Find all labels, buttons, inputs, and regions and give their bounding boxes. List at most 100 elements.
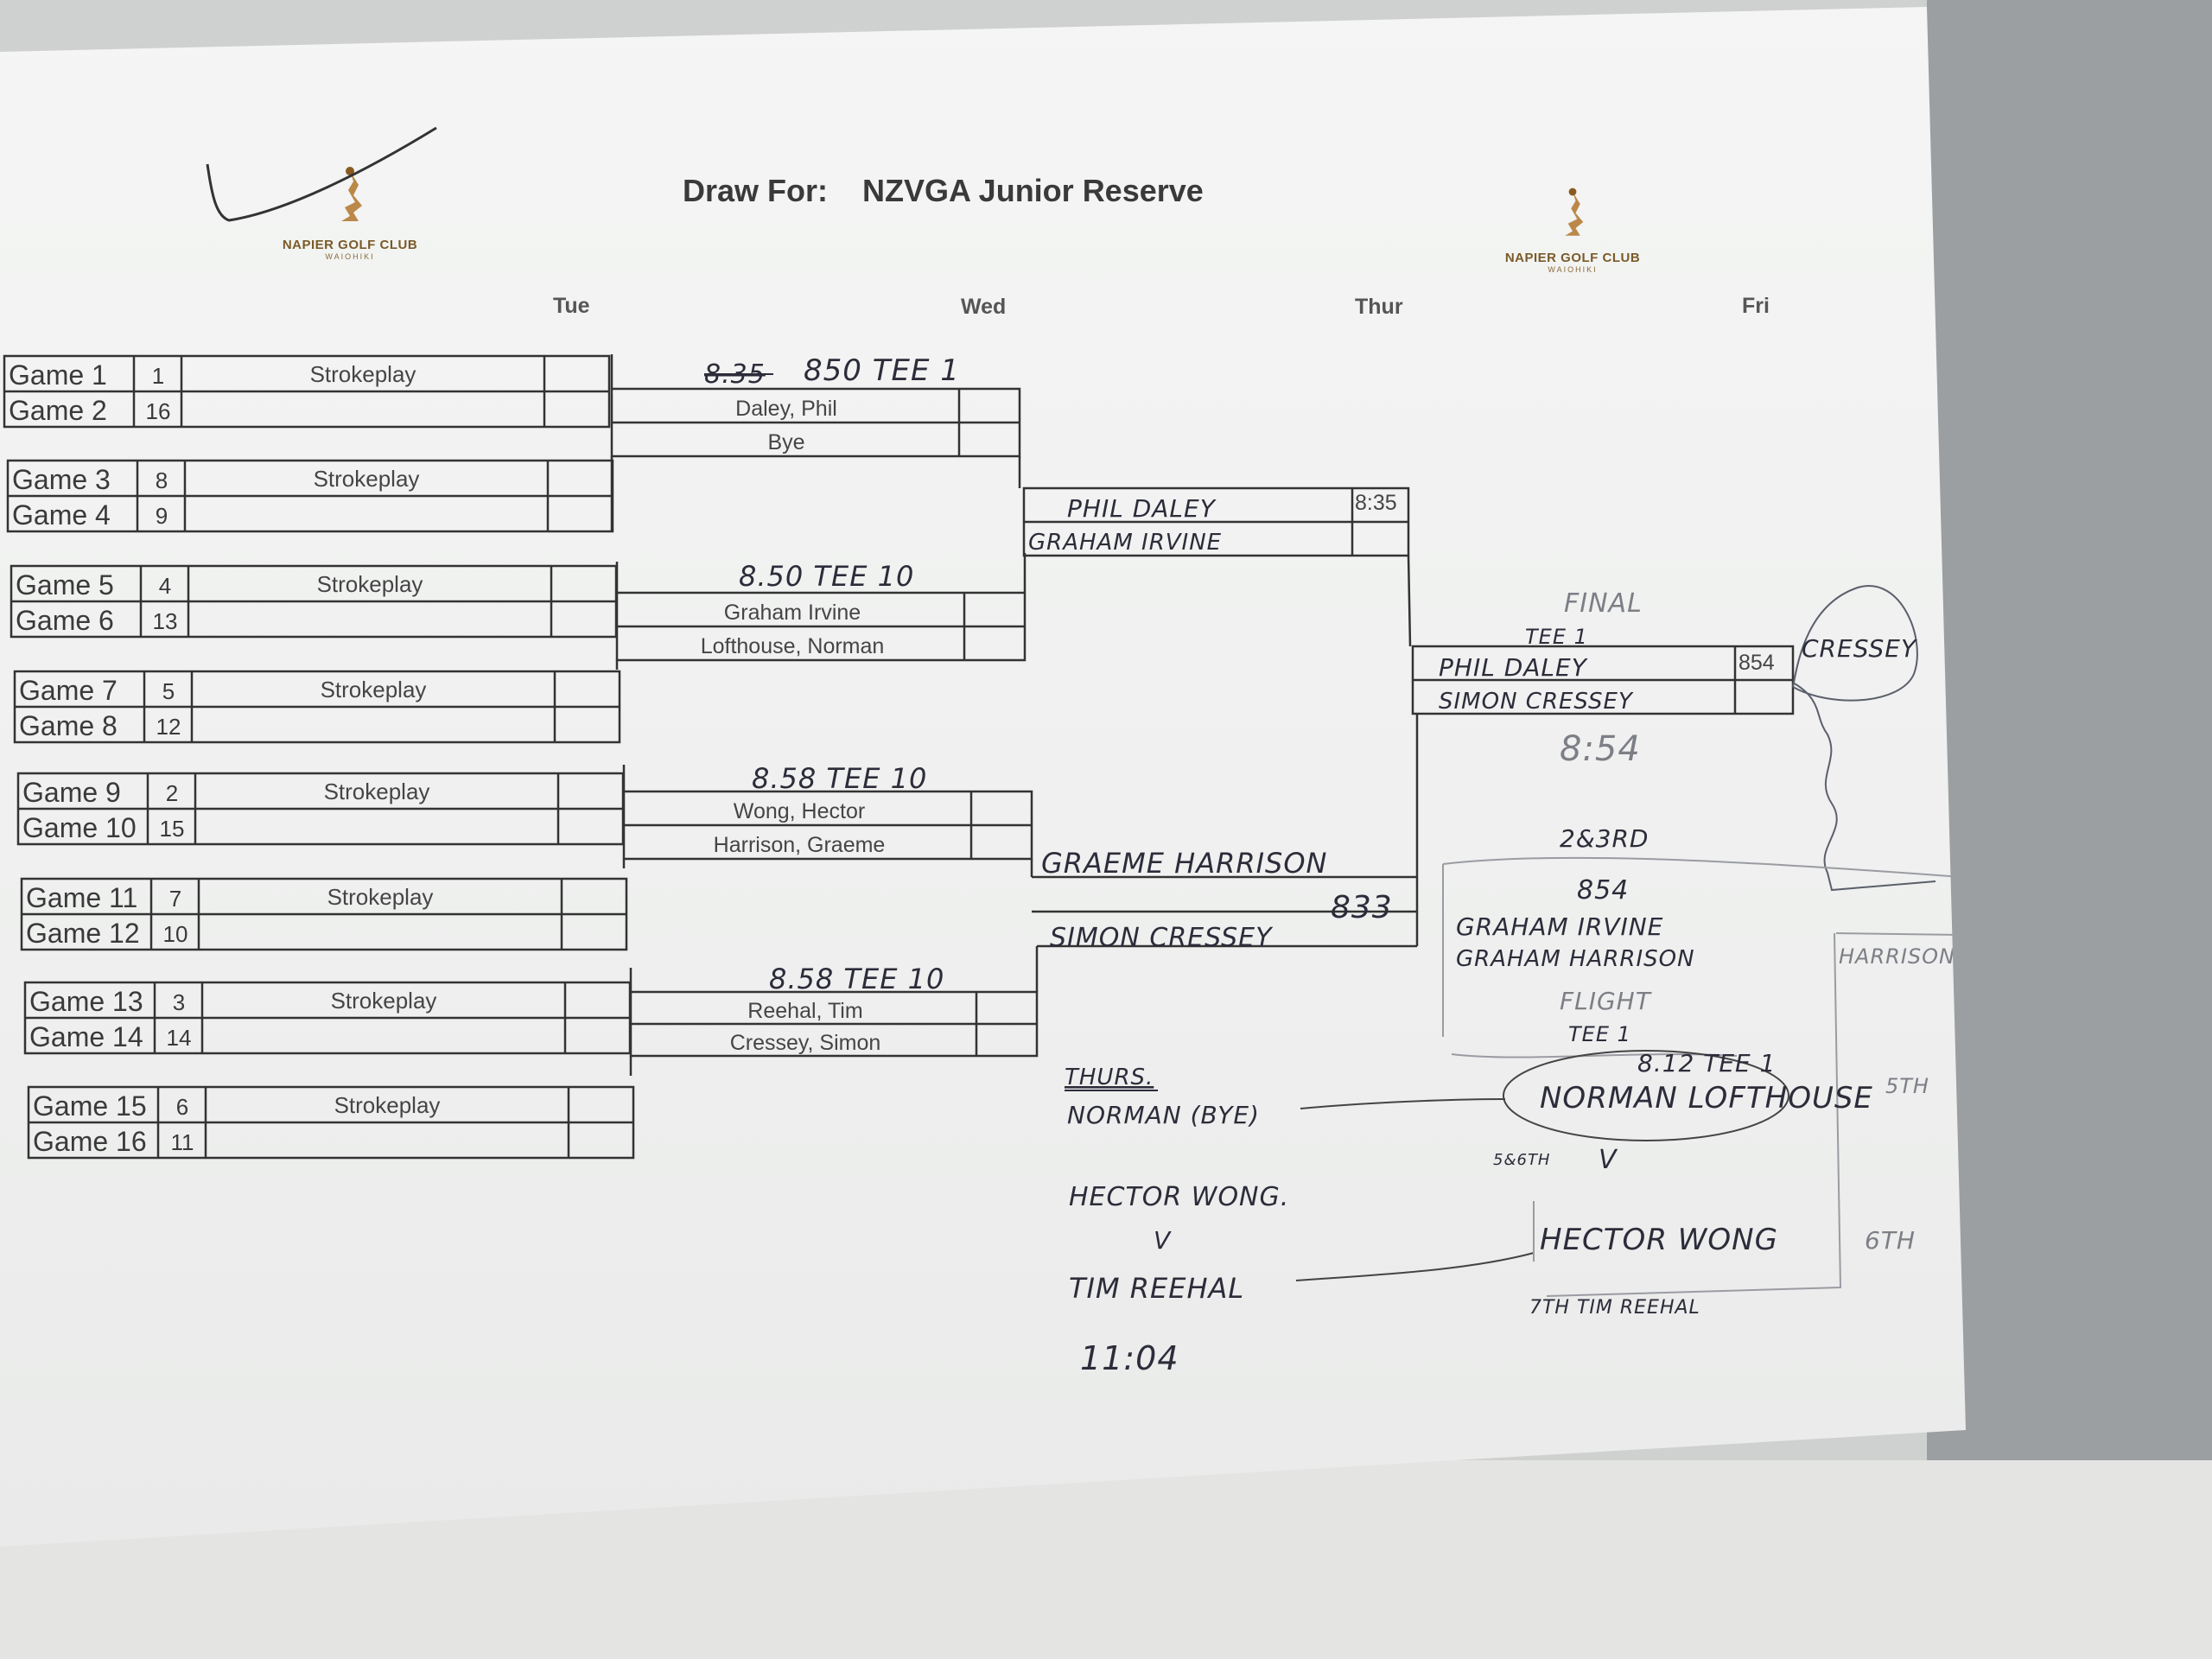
playoff-seventh: 7TH TIM REEHAL: [1529, 1297, 1700, 1319]
playoff-time: 8.12 TEE 1: [1637, 1049, 1776, 1077]
r2-tee-time: 8.58 TEE 10: [752, 762, 927, 795]
seed-number: 9: [156, 503, 168, 529]
round2-lines: [610, 354, 1039, 1076]
r2-player: Cressey, Simon: [730, 1031, 881, 1055]
thursday-notes: THURS. NORMAN (BYE) HECTOR WONG. V TIM R…: [1065, 1065, 1288, 1377]
game-label: Game 11: [26, 882, 137, 913]
playoff-tee: TEE 1: [1568, 1022, 1631, 1046]
playoff-player: NORMAN LOFTHOUSE: [1540, 1081, 1873, 1116]
semifinal-text: PHIL DALEY GRAHAM IRVINE 8:35 GRAEME HAR…: [1028, 491, 1397, 953]
club-logo-right: NAPIER GOLF CLUB WAIOHIKI: [1491, 186, 1655, 274]
seed-number: 8: [156, 467, 168, 493]
seed-number: 10: [163, 921, 188, 947]
seed-number: 3: [173, 989, 185, 1015]
pen-mark: [206, 126, 437, 222]
match-format: Strokeplay: [331, 988, 437, 1014]
playoff-label: 5&6TH: [1493, 1151, 1550, 1169]
final-player: SIMON CRESSEY: [1439, 689, 1634, 715]
match-format: Strokeplay: [327, 884, 434, 910]
semi-player: SIMON CRESSEY: [1050, 923, 1274, 953]
day-label-wed: Wed: [961, 295, 1007, 319]
round2-text: Daley, Phil Bye Graham Irvine Lofthouse,…: [701, 353, 960, 1055]
playoff-versus: V: [1599, 1145, 1618, 1175]
thurs-bye: NORMAN (BYE): [1067, 1101, 1260, 1129]
match-format: Strokeplay: [324, 779, 430, 804]
game-label: Game 2: [9, 395, 107, 426]
r2-player: Wong, Hector: [734, 799, 865, 823]
club-sub: WAIOHIKI: [1548, 265, 1598, 274]
match-format: Strokeplay: [317, 571, 423, 597]
r2-tee-time: 850 TEE 1: [804, 353, 960, 388]
game-label: Game 4: [12, 499, 111, 531]
r2-player: Harrison, Graeme: [714, 833, 886, 857]
playoff-player: GRAHAM HARRISON: [1456, 946, 1695, 972]
club-logo-left: NAPIER GOLF CLUB WAIOHIKI: [268, 164, 432, 261]
round1-match: Game 5 Game 6 4 13 Strokeplay: [10, 564, 618, 639]
game-label: Game 1: [9, 359, 107, 391]
seed-number: 4: [159, 573, 171, 599]
final-tee: TEE 1: [1525, 625, 1588, 649]
golfer-logo-icon: [1565, 188, 1584, 236]
playoff-place: 6TH: [1865, 1226, 1916, 1255]
playoff-side-note: HARRISON: [1839, 944, 1955, 969]
day-label-thur: Thur: [1355, 295, 1403, 319]
game-label: Game 16: [33, 1126, 147, 1157]
thurs-label: THURS.: [1065, 1065, 1154, 1090]
r2-tee-time: 8.58 TEE 10: [769, 963, 944, 995]
game-label: Game 8: [19, 710, 118, 741]
final-label: FINAL: [1564, 588, 1643, 619]
sheet-title: Draw For: NZVGA Junior Reserve: [683, 173, 1204, 209]
playoff-flight: FLIGHT: [1560, 987, 1652, 1015]
match-format: Strokeplay: [310, 361, 416, 387]
game-label: Game 9: [22, 777, 121, 808]
club-name: NAPIER GOLF CLUB: [1504, 251, 1641, 265]
r2-player: Daley, Phil: [735, 397, 837, 421]
seed-number: 16: [146, 398, 171, 424]
day-label-tue: Tue: [553, 294, 590, 318]
draw-label: Draw For:: [683, 173, 829, 208]
golfer-logo-icon: [341, 167, 362, 221]
game-label: Game 14: [29, 1021, 143, 1052]
event-name: NZVGA Junior Reserve: [862, 173, 1204, 208]
pen-annotations: [1295, 585, 1962, 1297]
match-format: Strokeplay: [314, 466, 420, 492]
playoff-player: GRAHAM IRVINE: [1456, 912, 1663, 941]
game-label: Game 6: [16, 605, 114, 636]
playoff-place: 5TH: [1885, 1074, 1929, 1098]
final-time-box: 854: [1738, 651, 1775, 675]
game-label: Game 5: [16, 569, 114, 601]
r2-player: Bye: [767, 430, 804, 454]
r2-tee-time: 8.50 TEE 10: [739, 560, 914, 593]
seed-number: 12: [156, 714, 181, 740]
thurs-player: TIM REEHAL: [1069, 1272, 1244, 1305]
seed-number: 15: [160, 816, 185, 842]
thurs-versus: V: [1154, 1226, 1172, 1255]
game-label: Game 13: [29, 986, 143, 1017]
playoff-time: 854: [1577, 875, 1629, 906]
final-text: FINAL TEE 1 PHIL DALEY SIMON CRESSEY 854…: [1439, 588, 1916, 769]
winner-circle: [1792, 585, 1918, 702]
final-player: PHIL DALEY: [1439, 653, 1588, 682]
semifinal-lines: [1018, 456, 1419, 992]
seed-number: 13: [153, 608, 178, 634]
seed-number: 14: [167, 1025, 192, 1051]
game-label: Game 10: [22, 812, 137, 843]
day-label-fri: Fri: [1742, 294, 1770, 318]
game-label: Game 3: [12, 464, 111, 495]
r2-player: Reehal, Tim: [747, 999, 862, 1023]
fifth-sixth-text: 8.12 TEE 1 NORMAN LOFTHOUSE 5TH 5&6TH V …: [1493, 1049, 1929, 1319]
wall-background: [1927, 0, 2212, 1659]
seed-number: 2: [166, 780, 178, 806]
final-time: 8:54: [1560, 729, 1641, 769]
second-third-text: 2&3RD 854 GRAHAM IRVINE GRAHAM HARRISON …: [1456, 824, 1955, 1046]
r2-player: Graham Irvine: [724, 601, 861, 625]
playoff-label: 2&3RD: [1560, 824, 1649, 853]
game-label: Game 15: [33, 1090, 147, 1122]
club-sub: WAIOHIKI: [325, 252, 375, 261]
round1-match: Game 3 Game 4 8 9 Strokeplay: [6, 459, 614, 533]
game-label: Game 12: [26, 918, 140, 949]
